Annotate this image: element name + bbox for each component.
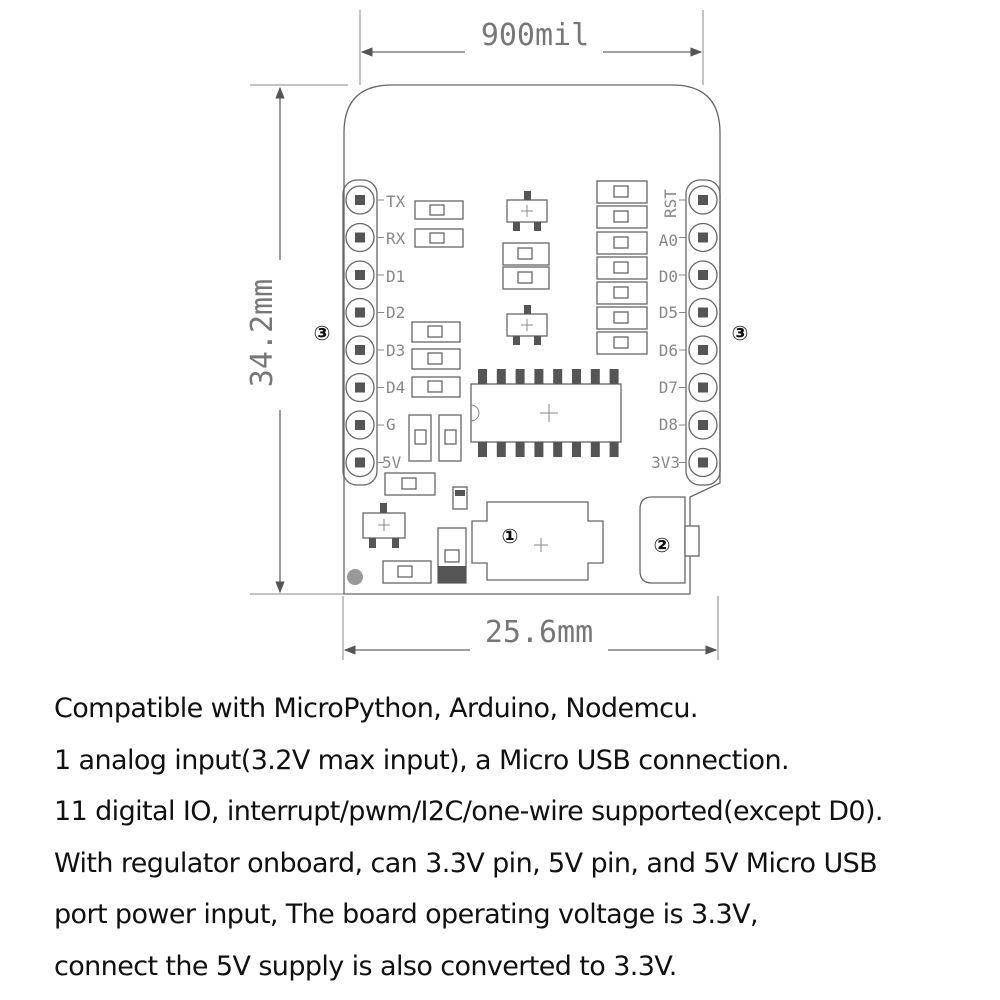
- chip-leg: [590, 369, 600, 384]
- chip-leg: [590, 442, 600, 457]
- height-label: 34.2mm: [245, 279, 280, 387]
- chip-leg: [609, 442, 619, 457]
- left-pin-5v: [345, 447, 384, 478]
- chip-leg: [572, 442, 581, 457]
- pin-label-d4: D4: [386, 378, 405, 397]
- usb-serial-chip: [470, 369, 622, 457]
- pin-label-d5: D5: [659, 303, 678, 322]
- width-dimension: 900mil: [359, 10, 704, 85]
- pin-label-3v3: 3V3: [651, 453, 680, 472]
- description-line: Compatible with MicroPython, Arduino, No…: [54, 693, 699, 724]
- chip-leg: [496, 369, 506, 384]
- right-pin-d0: [679, 260, 718, 290]
- right-pin-labels: RST A0 D0 D5 D6 D7 D8 3V3: [651, 189, 680, 472]
- left-pin-d2: [345, 297, 384, 328]
- board-outline: [343, 84, 721, 595]
- chip-leg: [553, 442, 563, 457]
- callout-three-right: ③: [732, 321, 749, 345]
- left-pin-rx: [345, 222, 384, 253]
- width-label: 900mil: [481, 18, 589, 53]
- left-pin-tx: [345, 185, 384, 215]
- transistor-top: [506, 191, 548, 231]
- right-pin-3v3: [679, 447, 718, 478]
- chip-leg: [534, 442, 544, 457]
- description-line: port power input, The board operating vo…: [54, 899, 759, 931]
- description-line: 11 digital IO, interrupt/pwm/I2C/one-wir…: [54, 796, 884, 828]
- left-pin-g: [345, 410, 384, 440]
- chip-leg: [496, 442, 506, 457]
- chip-leg: [515, 442, 525, 457]
- chip-leg: [609, 369, 619, 384]
- chip-leg: [553, 369, 563, 384]
- height-dimension: 34.2mm: [245, 84, 348, 595]
- left-pin-d4: [345, 372, 384, 403]
- mounting-dot: [347, 569, 363, 585]
- right-pin-a0: [679, 222, 718, 253]
- pin-label-rx: RX: [386, 229, 406, 248]
- description-line: connect the 5V supply is also converted …: [54, 950, 677, 982]
- callout-three-left: ③: [314, 321, 331, 345]
- callout-two: ②: [654, 533, 671, 557]
- left-header: [342, 179, 384, 486]
- callout-one: ①: [502, 524, 519, 548]
- pin-label-tx: TX: [386, 192, 406, 211]
- right-header: [679, 179, 721, 486]
- pin-label-5v: 5V: [382, 453, 402, 472]
- micro-usb-connector: [471, 501, 604, 581]
- right-pin-d6: [679, 335, 718, 365]
- left-pin-labels: TX RX D1 D2 D3 D4 G 5V: [382, 192, 406, 472]
- pin-label-d0: D0: [659, 267, 678, 286]
- pin-label-a0: A0: [659, 231, 678, 250]
- pin-label-d8: D8: [659, 415, 678, 434]
- reset-button: [639, 496, 700, 584]
- pin-label-d3: D3: [386, 341, 405, 360]
- pin-label-rst: RST: [661, 189, 680, 218]
- pin-label-g: G: [386, 415, 396, 434]
- feature-description: Compatible with MicroPython, Arduino, No…: [54, 683, 989, 993]
- chip-leg: [572, 369, 581, 384]
- smd-components: [382, 180, 648, 584]
- chip-leg: [478, 442, 487, 457]
- pin-label-d6: D6: [659, 341, 678, 360]
- pin-label-d1: D1: [386, 267, 405, 286]
- chip-leg: [515, 369, 525, 384]
- left-pin-d1: [345, 260, 384, 290]
- transistor-mid: [506, 305, 548, 345]
- description-line: With regulator onboard, can 3.3V pin, 5V…: [54, 847, 878, 879]
- pin-label-d7: D7: [659, 378, 678, 397]
- bottom-width-label: 25.6mm: [485, 615, 593, 650]
- board-diagram: 900mil 34.2mm 25.6mm TX RX D1 D2 D3 D4 G…: [245, 10, 749, 660]
- right-pin-d7: [679, 372, 718, 403]
- chip-leg: [534, 369, 544, 384]
- description-line: 1 analog input(3.2V max input), a Micro …: [54, 744, 790, 776]
- right-pin-d8: [679, 410, 718, 440]
- right-pin-d5: [679, 297, 718, 328]
- bottom-width-dimension: 25.6mm: [342, 596, 719, 660]
- pin-label-d2: D2: [386, 303, 405, 322]
- regulator: [362, 503, 406, 548]
- right-pin-rst: [679, 185, 718, 215]
- left-pin-d3: [345, 335, 384, 365]
- chip-leg: [478, 369, 487, 384]
